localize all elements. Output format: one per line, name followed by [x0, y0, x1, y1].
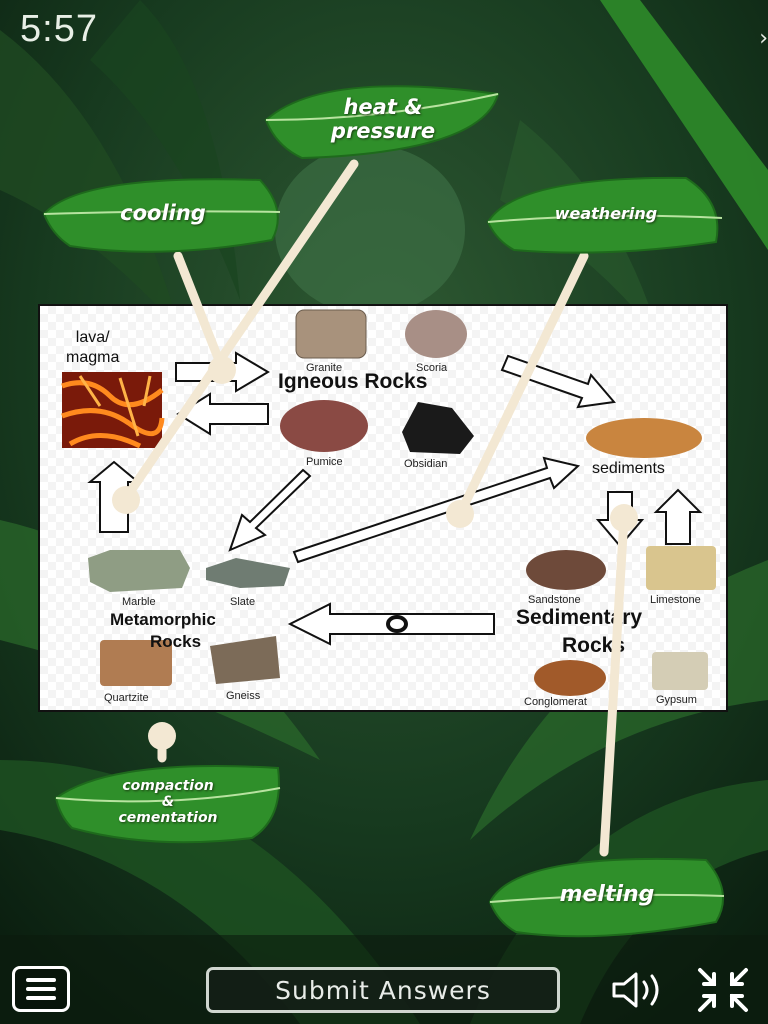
- leaf-weathering[interactable]: weathering: [486, 172, 726, 256]
- diagram-arrows: [61, 309, 716, 696]
- label-sedimentary: Sedimentary: [516, 606, 643, 629]
- conglomerate-image: [534, 660, 606, 696]
- label-gneiss: Gneiss: [226, 690, 261, 702]
- label-slate: Slate: [230, 596, 256, 608]
- label-sandstone: Sandstone: [528, 594, 581, 606]
- leaf-compaction-text: compaction & cementation: [118, 777, 218, 827]
- leaf-icon: [488, 857, 725, 938]
- label-lava-magma: lava/ magma: [66, 329, 120, 366]
- sediments-image: [586, 418, 702, 458]
- submit-answers-button[interactable]: Submit Answers: [206, 967, 560, 1013]
- label-sediments: sediments: [592, 460, 665, 477]
- leaf-icon: [486, 176, 723, 254]
- leaf-heat-pressure-text: heat & pressure: [330, 94, 436, 143]
- leaf-melting-text: melting: [559, 882, 655, 908]
- label-pumice: Pumice: [306, 456, 343, 468]
- slate-image: [206, 558, 290, 588]
- leaf-icon: [264, 85, 500, 160]
- gypsum-image: [652, 652, 708, 690]
- leaf-compaction-cementation[interactable]: compaction & cementation: [52, 758, 284, 846]
- menu-button[interactable]: [12, 966, 70, 1012]
- sound-button[interactable]: [608, 968, 666, 1012]
- quartzite-image: [100, 640, 172, 686]
- label-metamorphic-rocks: Rocks: [150, 632, 202, 651]
- lava-image: [61, 372, 165, 449]
- leaf-weathering-text: weathering: [554, 203, 658, 223]
- arrow-sediments-up: [653, 488, 703, 545]
- label-gypsum: Gypsum: [656, 694, 697, 706]
- pumice-image: [280, 400, 368, 452]
- arrow-metamorphic-to-sediments: [292, 456, 581, 564]
- label-limestone: Limestone: [650, 594, 701, 606]
- hamburger-menu-icon: [26, 978, 56, 982]
- leaf-cooling[interactable]: cooling: [40, 170, 286, 256]
- chevron-icon: ›: [759, 26, 768, 51]
- label-scoria: Scoria: [416, 362, 448, 374]
- arrow-igneous-to-metamorphic: [228, 468, 312, 552]
- arrow-lava-to-igneous: [175, 351, 270, 393]
- arrow-sediments-down: [595, 491, 645, 548]
- obsidian-image: [402, 402, 474, 454]
- leaf-icon: [42, 178, 281, 253]
- leaf-icon: [54, 765, 281, 844]
- arrow-metamorphic-to-lava: [87, 460, 141, 533]
- limestone-image: [646, 546, 716, 590]
- granite-image: [295, 309, 367, 359]
- marble-image: [88, 550, 190, 592]
- arrow-sedimentary-to-metamorphic: [287, 602, 495, 646]
- sandstone-image: [526, 550, 606, 590]
- label-quartzite: Quartzite: [104, 692, 149, 704]
- exit-fullscreen-icon: [698, 968, 748, 1012]
- label-obsidian: Obsidian: [404, 458, 448, 470]
- blank-answer-circle: [386, 615, 408, 633]
- gneiss-image: [210, 636, 280, 684]
- scoria-image: [405, 310, 467, 358]
- leaf-melting[interactable]: melting: [486, 852, 728, 938]
- rock-cycle-diagram: lava/ magma Granite Scoria Igneous Rocks…: [38, 304, 728, 712]
- leaf-cooling-text: cooling: [120, 200, 206, 225]
- countdown-timer: 5:57: [20, 8, 98, 50]
- speaker-icon: [612, 972, 659, 1008]
- label-sedimentary-rocks: Rocks: [562, 634, 626, 657]
- arrow-igneous-to-lava: [176, 392, 269, 436]
- label-marble: Marble: [122, 596, 156, 608]
- label-conglomerate: Conglomerat: [524, 696, 587, 708]
- leaf-heat-pressure[interactable]: heat & pressure: [262, 76, 504, 162]
- label-igneous-rocks: Igneous Rocks: [278, 370, 428, 393]
- arrow-igneous-to-sediments: [500, 354, 616, 409]
- exit-fullscreen-button[interactable]: [694, 966, 752, 1014]
- label-metamorphic: Metamorphic: [110, 610, 216, 629]
